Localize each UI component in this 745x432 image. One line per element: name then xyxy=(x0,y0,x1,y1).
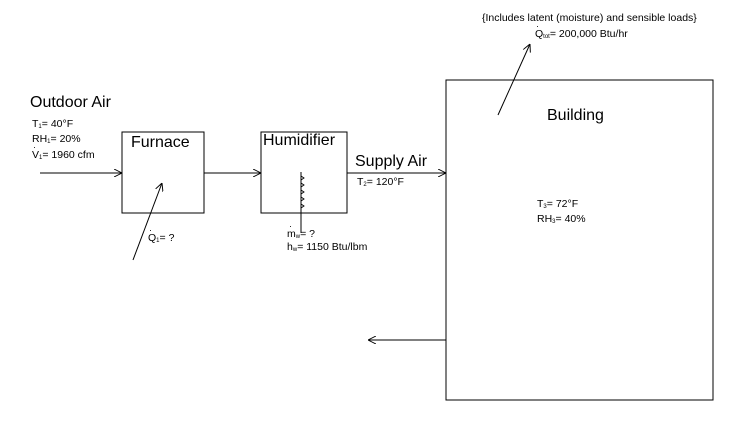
rh1-label: RH1= 20% xyxy=(32,133,81,145)
building-load-arrow xyxy=(497,44,530,116)
building-box xyxy=(445,79,714,401)
q1-label: · Q1= ? xyxy=(148,225,175,244)
load-note: {Includes latent (moisture) and sensible… xyxy=(482,12,697,24)
t3-label: T3= 72°F xyxy=(537,198,579,210)
mw-label: · mw= ? xyxy=(287,221,315,240)
qtot-label: · Qtot= 200,000 Btu/hr xyxy=(535,21,628,40)
supply-air-title: Supply Air xyxy=(355,153,428,170)
rh3-label: RH3= 40% xyxy=(537,213,586,225)
hw-label: hw= 1150 Btu/lbm xyxy=(287,241,368,253)
humidifier-label: Humidifier xyxy=(263,132,336,149)
building-label: Building xyxy=(547,107,604,124)
water-spray-marks xyxy=(300,175,305,209)
furnace-heat-arrow xyxy=(132,183,162,261)
furnace-label: Furnace xyxy=(131,134,190,151)
t1-label: T1= 40°F xyxy=(32,118,74,130)
t2-label: T2= 120°F xyxy=(357,176,404,188)
outdoor-air-title: Outdoor Air xyxy=(30,94,111,111)
v1-label: · V1= 1960 cfm xyxy=(32,142,95,161)
